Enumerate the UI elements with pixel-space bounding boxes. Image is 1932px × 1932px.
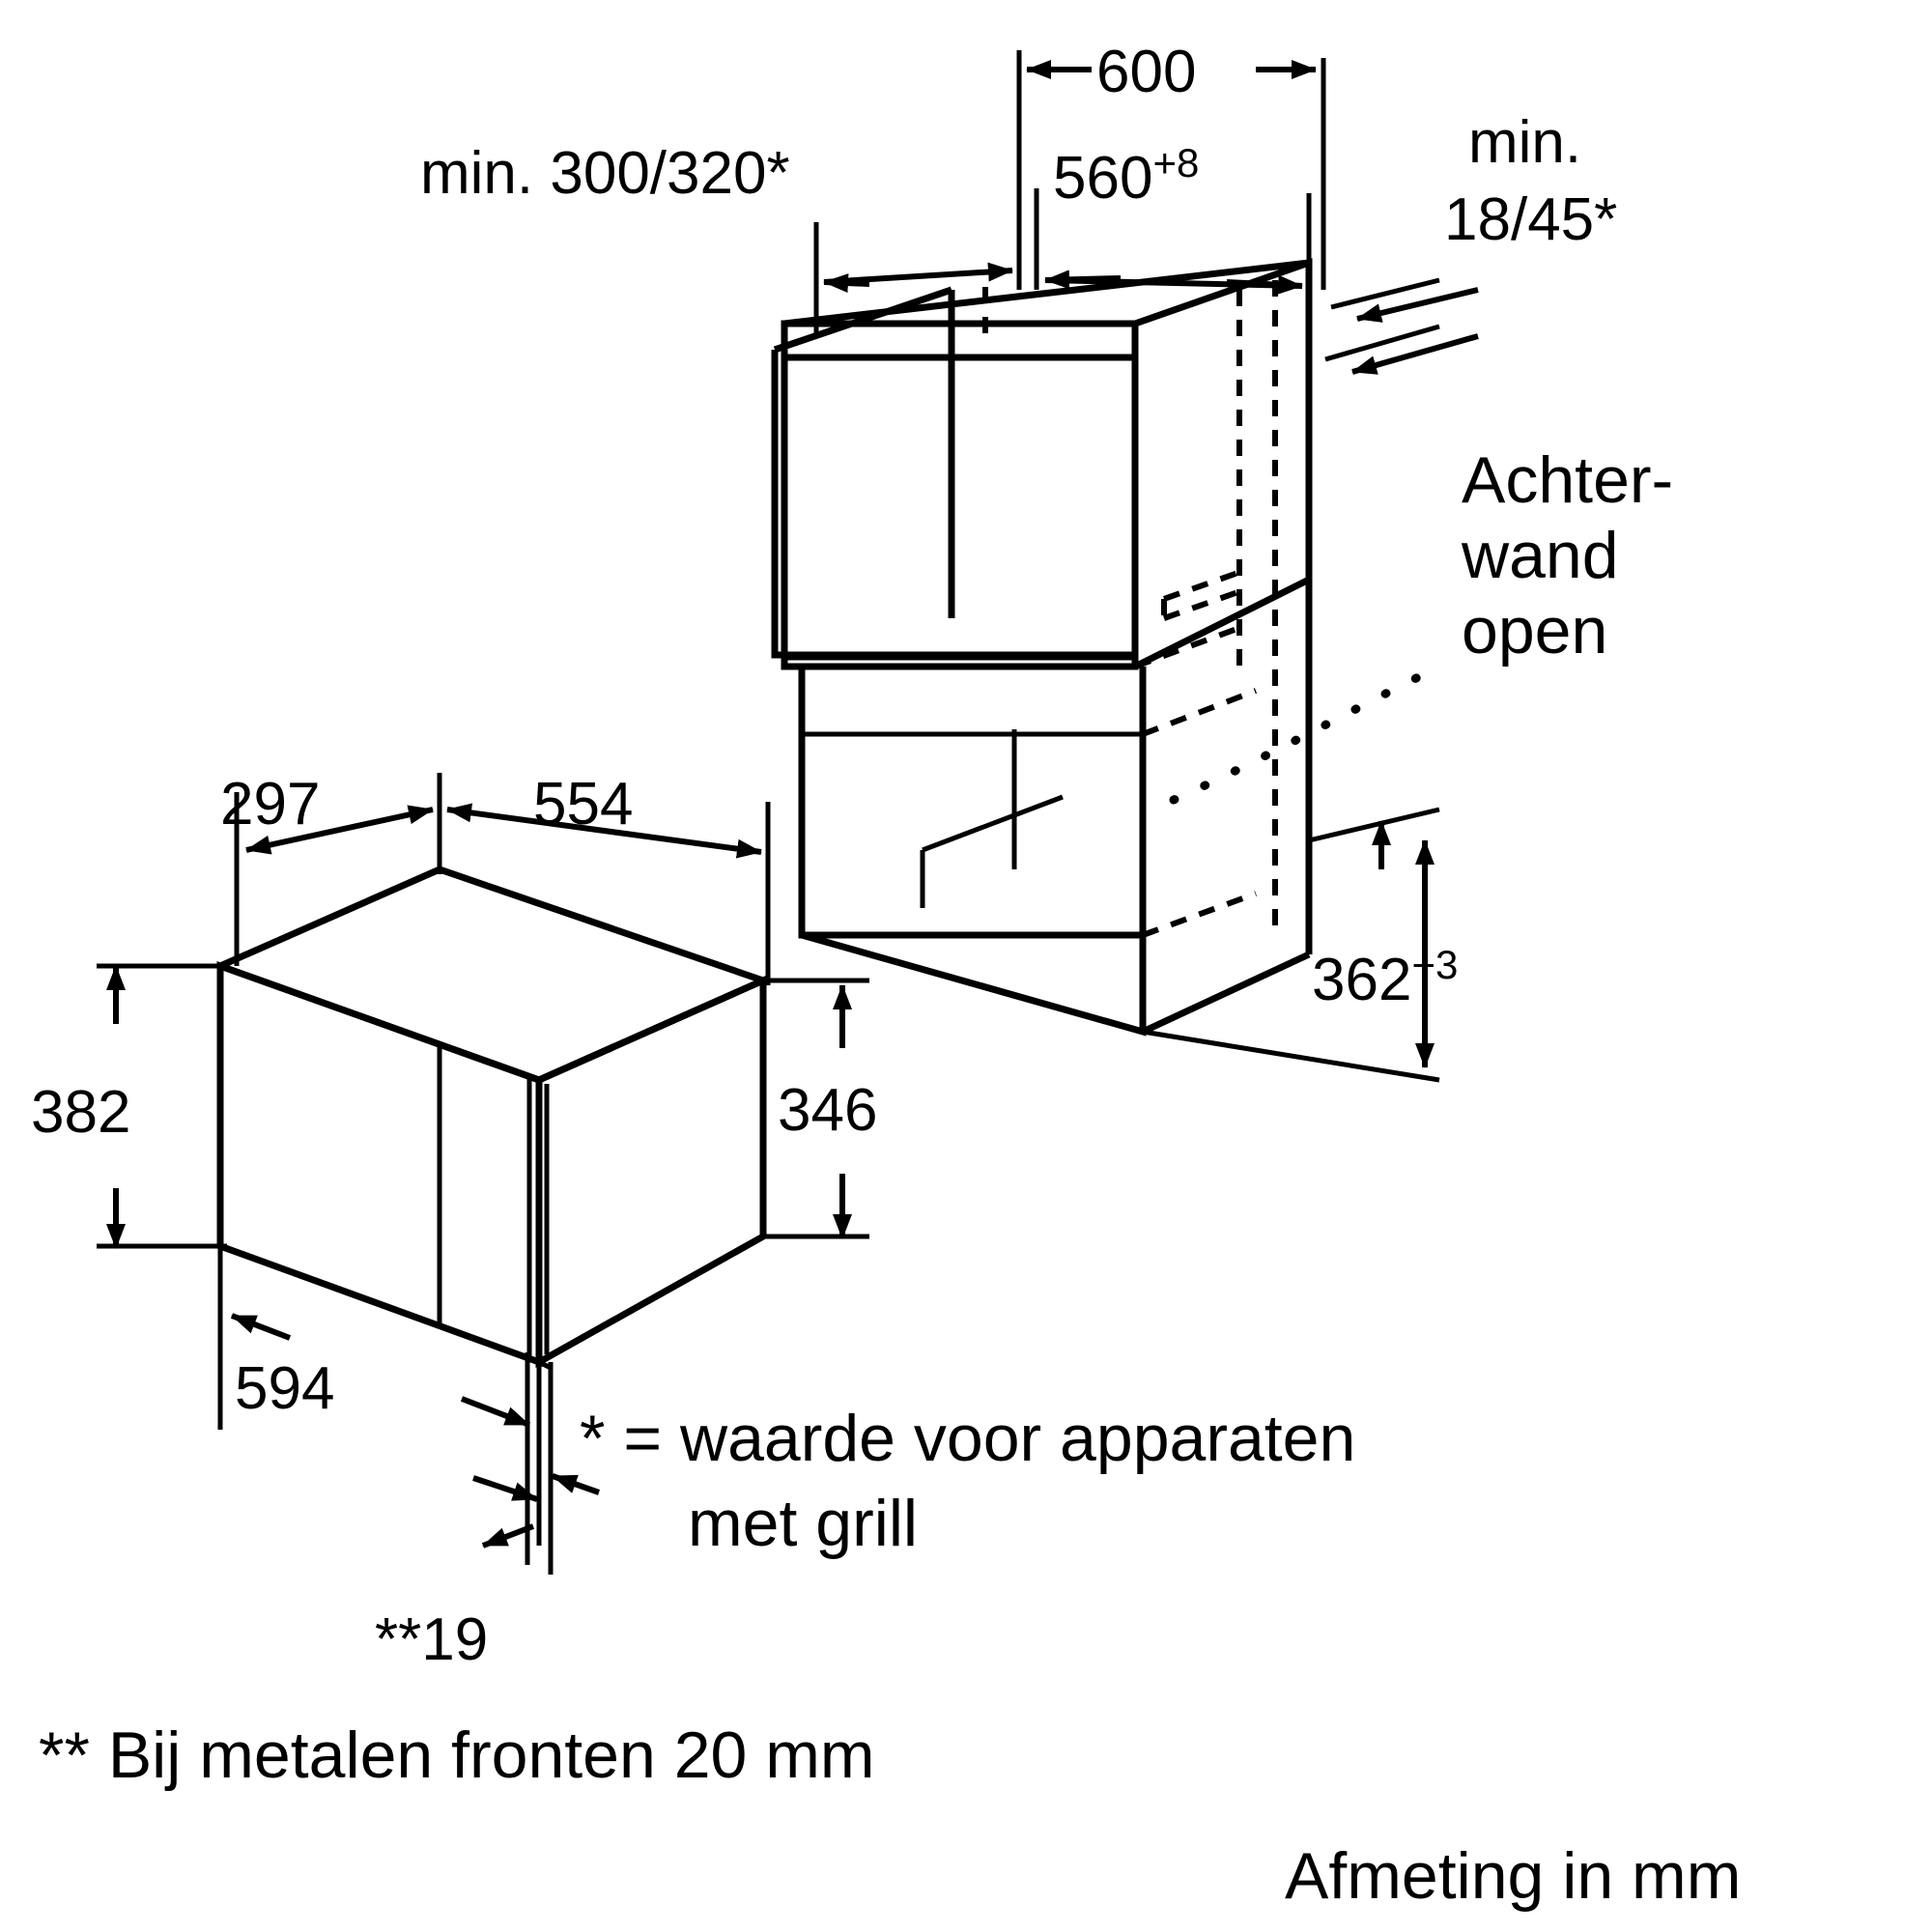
hidden-edge-rear-floor	[1141, 891, 1258, 938]
label-382: 382	[31, 1079, 130, 1146]
dimline-1845-upper	[1356, 287, 1479, 323]
niche-lower-floor-right	[1141, 951, 1311, 1036]
label-297: 297	[220, 771, 320, 838]
rear-wall-leader-group	[1169, 671, 1425, 805]
appliance-right-face	[535, 975, 767, 1368]
footnote-units: Afmeting in mm	[1285, 1839, 1741, 1913]
hidden-edge-mid-2	[1163, 586, 1247, 621]
ext-1845-b	[1324, 324, 1440, 362]
niche-upper-outline	[771, 350, 1135, 659]
label-min-rear-gap-word: min.	[1468, 109, 1581, 176]
footnote-star-line1: * = waarde voor apparaten	[580, 1402, 1355, 1475]
appliance-top-face	[211, 866, 773, 1084]
label-19: **19	[375, 1606, 488, 1673]
top-dimension-group	[813, 50, 1479, 375]
label-min-height: min. 300/320*	[420, 140, 790, 207]
dimline-19-right	[551, 1473, 601, 1495]
ext-362-bottom	[1142, 1029, 1440, 1083]
label-594: 594	[235, 1355, 334, 1422]
hidden-edge-mid	[1163, 567, 1247, 602]
dotted-leader-rear-wall	[1169, 671, 1425, 805]
cabinet-niche-drawing	[771, 258, 1313, 1037]
dimline-297	[245, 805, 434, 855]
label-362-value: 362	[1312, 947, 1411, 1013]
depth-dimension-group	[1142, 807, 1440, 1083]
label-rear-wall-line3: open	[1462, 594, 1607, 668]
niche-lower-floor-inner	[922, 794, 1064, 853]
hidden-edge-shelf-right	[1133, 625, 1241, 669]
niche-upper-left-top	[773, 286, 953, 354]
label-346: 346	[778, 1077, 877, 1144]
dimline-594-right	[460, 1396, 531, 1428]
hidden-edge-rear-shelf	[1141, 688, 1258, 737]
appliance-dimension-group	[97, 773, 869, 1575]
label-554: 554	[533, 771, 633, 838]
label-min-rear-gap-value: 18/45*	[1444, 186, 1617, 253]
label-rear-wall-line2: wand	[1461, 519, 1619, 592]
footnote-star-line2: met grill	[688, 1487, 918, 1560]
dimension-labels: 600 560+8 min. 300/320* min. 18/45* Acht…	[31, 39, 1741, 1913]
ext-1845-a	[1330, 277, 1440, 310]
niche-upper-inner-front	[781, 357, 1135, 661]
dimline-300-span	[823, 262, 1013, 285]
appliance-drawing	[211, 866, 773, 1371]
label-rear-wall-line1: Achter-	[1462, 443, 1673, 517]
dimline-300-left	[823, 273, 870, 294]
label-560-value: 560	[1053, 145, 1152, 212]
niche-upper-front-face	[781, 320, 1139, 670]
label-560: 560+8	[1053, 140, 1199, 212]
dimline-1845-lower	[1351, 333, 1479, 375]
footnote-double-star: ** Bij metalen fronten 20 mm	[39, 1719, 875, 1792]
label-600: 600	[1096, 39, 1196, 105]
label-362-tolerance: +3	[1411, 942, 1458, 987]
dimline-19-lower	[481, 1523, 535, 1548]
label-362: 362+3	[1312, 942, 1458, 1013]
niche-lower-front-frame	[798, 667, 1147, 939]
dimline-560-span	[1044, 277, 1303, 289]
dimline-554	[446, 803, 762, 859]
dimline-19-left	[472, 1475, 538, 1502]
niche-lower-floor-front	[801, 931, 1147, 1037]
label-560-tolerance: +8	[1152, 140, 1199, 185]
ext-362-top	[1308, 807, 1440, 843]
dimline-594-left	[230, 1313, 292, 1341]
